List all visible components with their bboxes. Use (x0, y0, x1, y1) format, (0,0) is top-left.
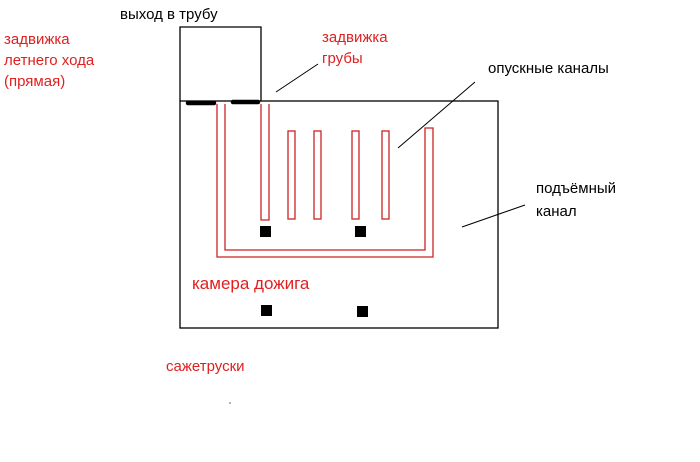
label-summer-damper-line1: задвижка (4, 31, 70, 48)
soot-door-4 (357, 306, 368, 317)
label-pipe-damper-line2: грубы (322, 50, 363, 67)
leader-pipe-damper (275, 63, 319, 93)
soot-door-2 (355, 226, 366, 237)
down-channel-2 (313, 130, 322, 220)
label-pipe-damper-line1: задвижка (322, 29, 388, 46)
stove-body (179, 100, 499, 329)
label-soot-doors: сажетруски (166, 358, 245, 375)
soot-door-3 (261, 305, 272, 316)
label-down-channels: опускные каналы (488, 60, 609, 77)
flue-summer-channel (260, 104, 270, 221)
label-chimney-exit: выход в трубу (120, 6, 218, 23)
chimney-outlet (179, 26, 262, 101)
soot-door-1 (260, 226, 271, 237)
down-channel-4 (381, 130, 390, 220)
flue-system (216, 104, 434, 258)
label-summer-damper-line3: (прямая) (4, 73, 65, 90)
leader-down-channels (397, 81, 476, 149)
label-up-channel-line2: канал (536, 203, 577, 220)
down-channel-3 (351, 130, 360, 220)
label-afterburn-chamber: камера дожига (192, 274, 310, 293)
label-up-channel-line1: подъёмный (536, 180, 616, 197)
flue-outer-loop (216, 104, 434, 258)
leader-up-channel (461, 204, 526, 228)
label-summer-damper-line2: летнего хода (4, 52, 95, 69)
stray-dot (229, 402, 231, 404)
down-channel-1 (287, 130, 296, 220)
